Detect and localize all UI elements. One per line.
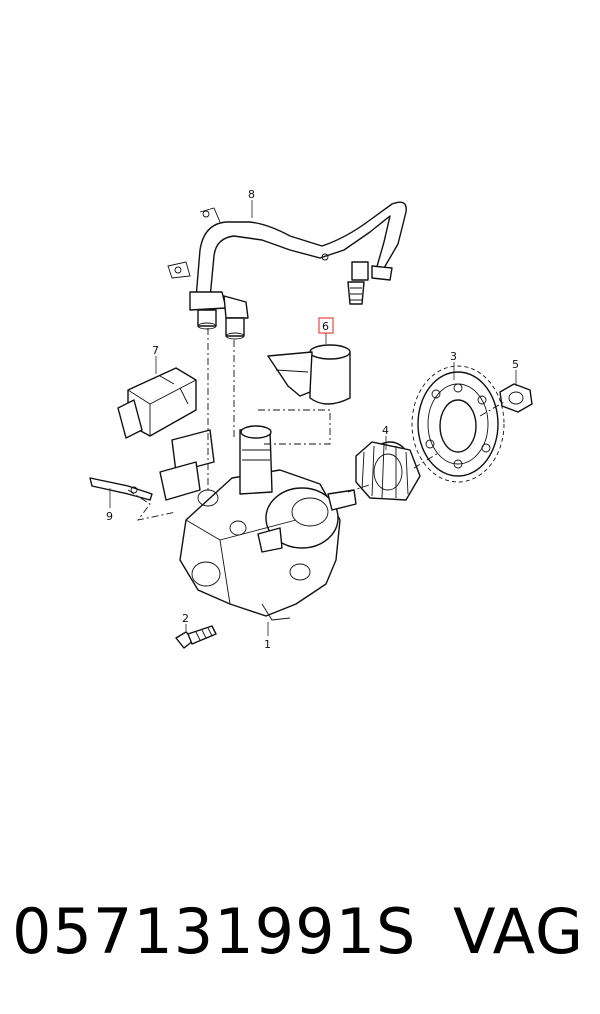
callout-3: 3 [450,350,457,363]
brand-name: VAG [453,895,584,968]
pump-body-part-1 [159,425,357,621]
part-number: 057131991S [12,895,417,968]
assembly-lines [127,328,505,521]
bolt-part-2 [175,625,217,649]
nut-part-5 [499,383,533,413]
sprocket-part-3 [411,365,505,483]
callout-7: 7 [152,344,159,357]
callout-leaders [109,200,517,636]
callout-9: 9 [106,510,113,523]
fuel-pipe-part-8 [167,201,407,340]
callout-2: 2 [182,612,189,625]
bracket-part-9 [89,477,153,501]
footer: 057131991S VAG [0,890,600,980]
gear-part-4 [355,441,421,501]
callout-5: 5 [512,358,519,371]
sensor-part-7 [117,367,197,439]
exploded-parts-diagram: 8 6 7 3 5 4 9 2 1 [89,188,533,651]
callout-8: 8 [248,188,255,201]
callout-6: 6 [322,320,329,333]
callout-1: 1 [264,638,271,651]
callout-4: 4 [382,424,389,437]
callout-6-highlight-box [318,317,334,334]
cap-part-6 [267,344,351,405]
